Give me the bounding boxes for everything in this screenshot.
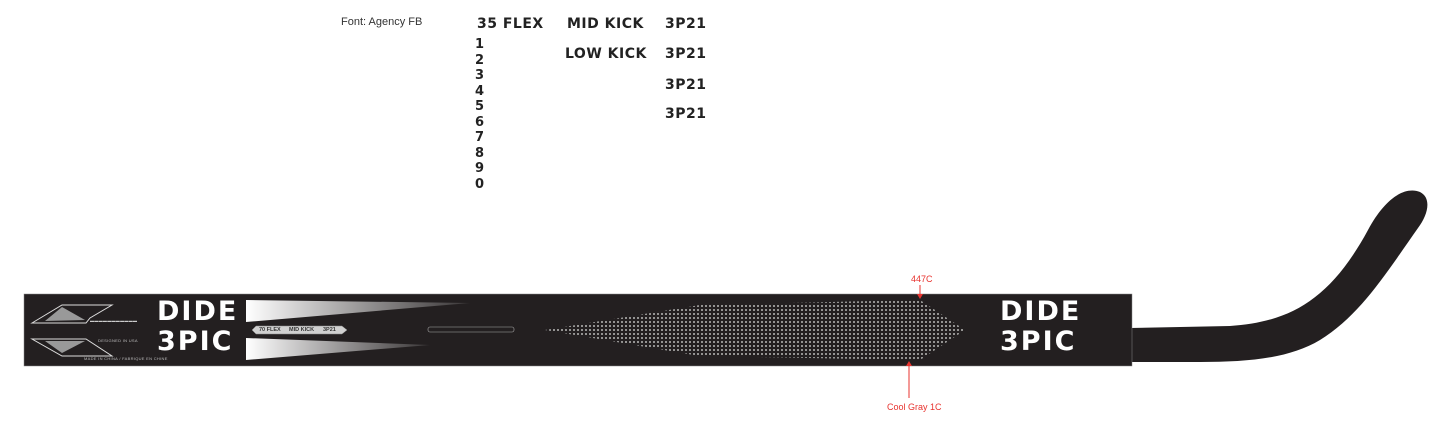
logo-line-1: DIDE <box>157 296 239 327</box>
digit: 2 <box>475 52 485 68</box>
logo-left: DIDE 3PIC <box>157 297 238 357</box>
logo-line-2: 3PIC <box>157 326 234 357</box>
made-in: MADE IN CHINA / FABRIQUE EN CHINE <box>84 356 168 361</box>
digit: 9 <box>475 161 485 176</box>
digit: 8 <box>475 145 485 161</box>
brand-tagline: ▬▬▬▬▬▬▬▬▬▬▬ <box>90 318 138 323</box>
logo-line-2: 3PIC <box>1000 326 1077 357</box>
digit: 6 <box>475 114 485 130</box>
logo-right: DIDE 3PIC <box>1000 297 1081 357</box>
digit: 4 <box>475 83 485 99</box>
digit: 3 <box>475 68 485 83</box>
pill-model: 3P21 <box>323 327 336 333</box>
digit: 0 <box>475 176 485 192</box>
digit: 7 <box>475 130 485 145</box>
flex-label: 35 FLEX <box>477 16 544 32</box>
kick-option-low: LOW KICK <box>565 46 647 62</box>
pill-flex: 70 FLEX <box>259 327 281 333</box>
model-code: 3P21 <box>665 77 707 93</box>
digit-list: 1 2 3 4 5 6 7 8 9 0 <box>475 37 484 192</box>
serial-box <box>427 326 515 333</box>
digit: 1 <box>475 37 485 52</box>
callout-447c: 447C <box>911 274 933 284</box>
spec-pill <box>251 325 348 335</box>
designed-in: DESIGNED IN USA <box>98 338 138 343</box>
emblem-top <box>30 304 114 324</box>
pill-kick: MID KICK <box>289 327 315 333</box>
model-code: 3P21 <box>665 106 707 122</box>
callout-cool-gray: Cool Gray 1C <box>887 402 942 412</box>
digit: 5 <box>475 99 485 114</box>
blade <box>1130 190 1428 362</box>
graphic-upper <box>246 300 470 322</box>
dotted-chevron <box>545 300 965 360</box>
logo-line-1: DIDE <box>1000 296 1082 327</box>
kick-option-mid: MID KICK <box>567 16 644 32</box>
graphic-lower <box>246 338 430 360</box>
model-code: 3P21 <box>665 46 707 62</box>
font-note: Font: Agency FB <box>341 16 423 28</box>
emblem-bottom <box>30 338 114 357</box>
model-code: 3P21 <box>665 16 707 32</box>
